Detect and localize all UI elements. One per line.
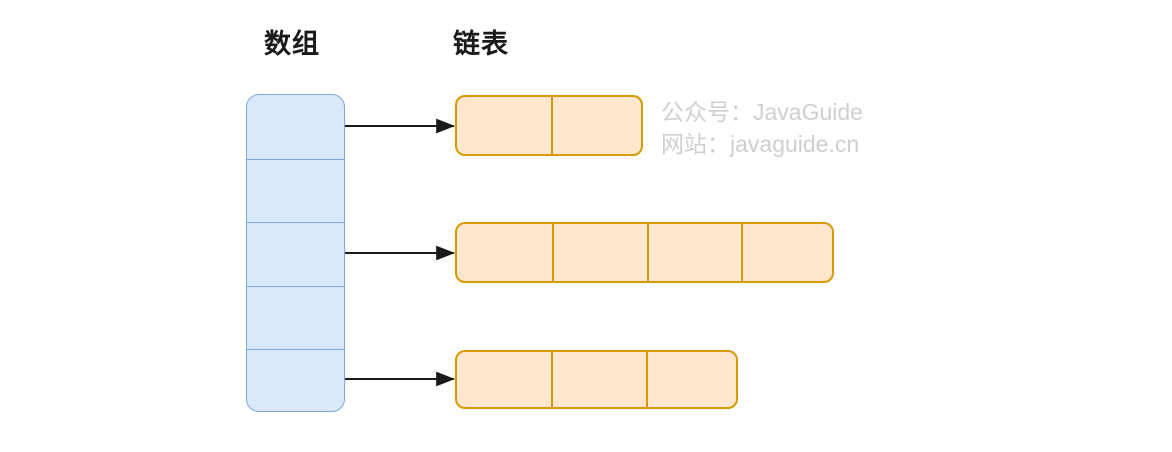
- list-node: [457, 97, 551, 154]
- list-node: [551, 224, 647, 281]
- list-node: [551, 97, 641, 154]
- list-node: [457, 224, 552, 281]
- array-cell-4: [247, 349, 344, 411]
- linked-list-column-heading: 链表: [453, 29, 509, 59]
- watermark-line-account: 公众号：JavaGuide: [661, 99, 863, 125]
- list-node: [551, 352, 645, 407]
- list-node: [646, 224, 742, 281]
- watermark: 公众号：JavaGuide 网站：javaguide.cn: [661, 96, 863, 160]
- list-node: [457, 352, 551, 407]
- linked-list-row-1: [455, 222, 834, 283]
- watermark-line-website: 网站：javaguide.cn: [661, 131, 860, 157]
- list-node: [741, 224, 832, 281]
- array-cell-0: [247, 95, 344, 159]
- array-cell-2: [247, 222, 344, 286]
- list-node: [645, 352, 736, 407]
- linked-list-row-0: [455, 95, 643, 156]
- array-column-heading: 数组: [264, 29, 320, 59]
- linked-list-row-2: [455, 350, 738, 409]
- array-column: [246, 94, 345, 412]
- array-cell-3: [247, 285, 344, 350]
- array-cell-1: [247, 158, 344, 223]
